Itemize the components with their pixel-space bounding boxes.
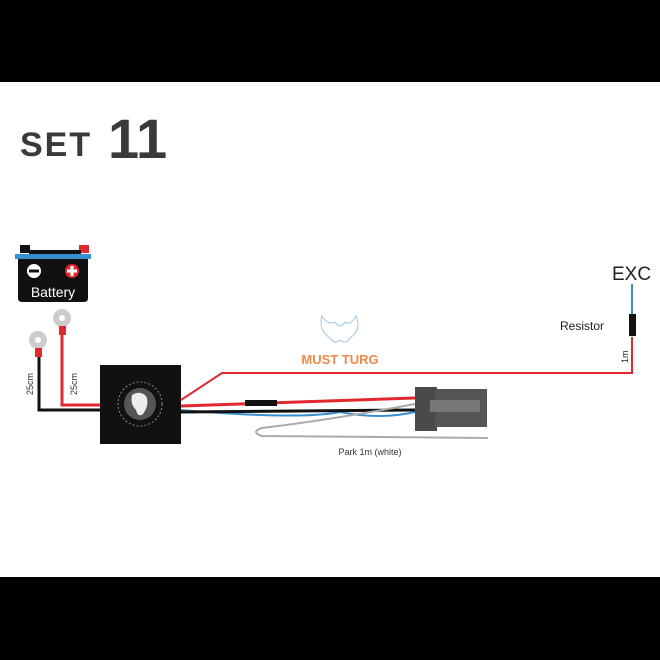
park-label: Park 1m (white) (338, 447, 401, 457)
resistor-length-label: 1m (620, 350, 630, 363)
exc-label: EXC (612, 264, 651, 285)
resistor (629, 314, 636, 336)
resistor-label: Resistor (560, 319, 604, 333)
watermark-text: MUST TURG (301, 352, 378, 367)
watermark-logo-icon (320, 314, 359, 343)
connector (415, 387, 487, 431)
relay-module (100, 365, 181, 444)
positive-length-label: 25cm (69, 373, 79, 395)
negative-length-label: 25cm (25, 373, 35, 395)
bottom-black-bar (0, 577, 660, 660)
globe-icon (131, 392, 148, 416)
heat-shrink (245, 400, 277, 406)
battery-icon (15, 245, 91, 302)
positive-wire (53, 309, 100, 407)
exc-wire (180, 337, 633, 401)
set-title-number: 11 (108, 107, 167, 170)
harness-red-wire (180, 396, 416, 408)
park-white-wire (255, 403, 489, 439)
negative-wire (29, 331, 100, 412)
harness-blue-wire (180, 409, 416, 417)
battery-label: Battery (31, 284, 75, 300)
top-black-bar (0, 0, 660, 82)
set-title-prefix: SET (20, 126, 92, 164)
